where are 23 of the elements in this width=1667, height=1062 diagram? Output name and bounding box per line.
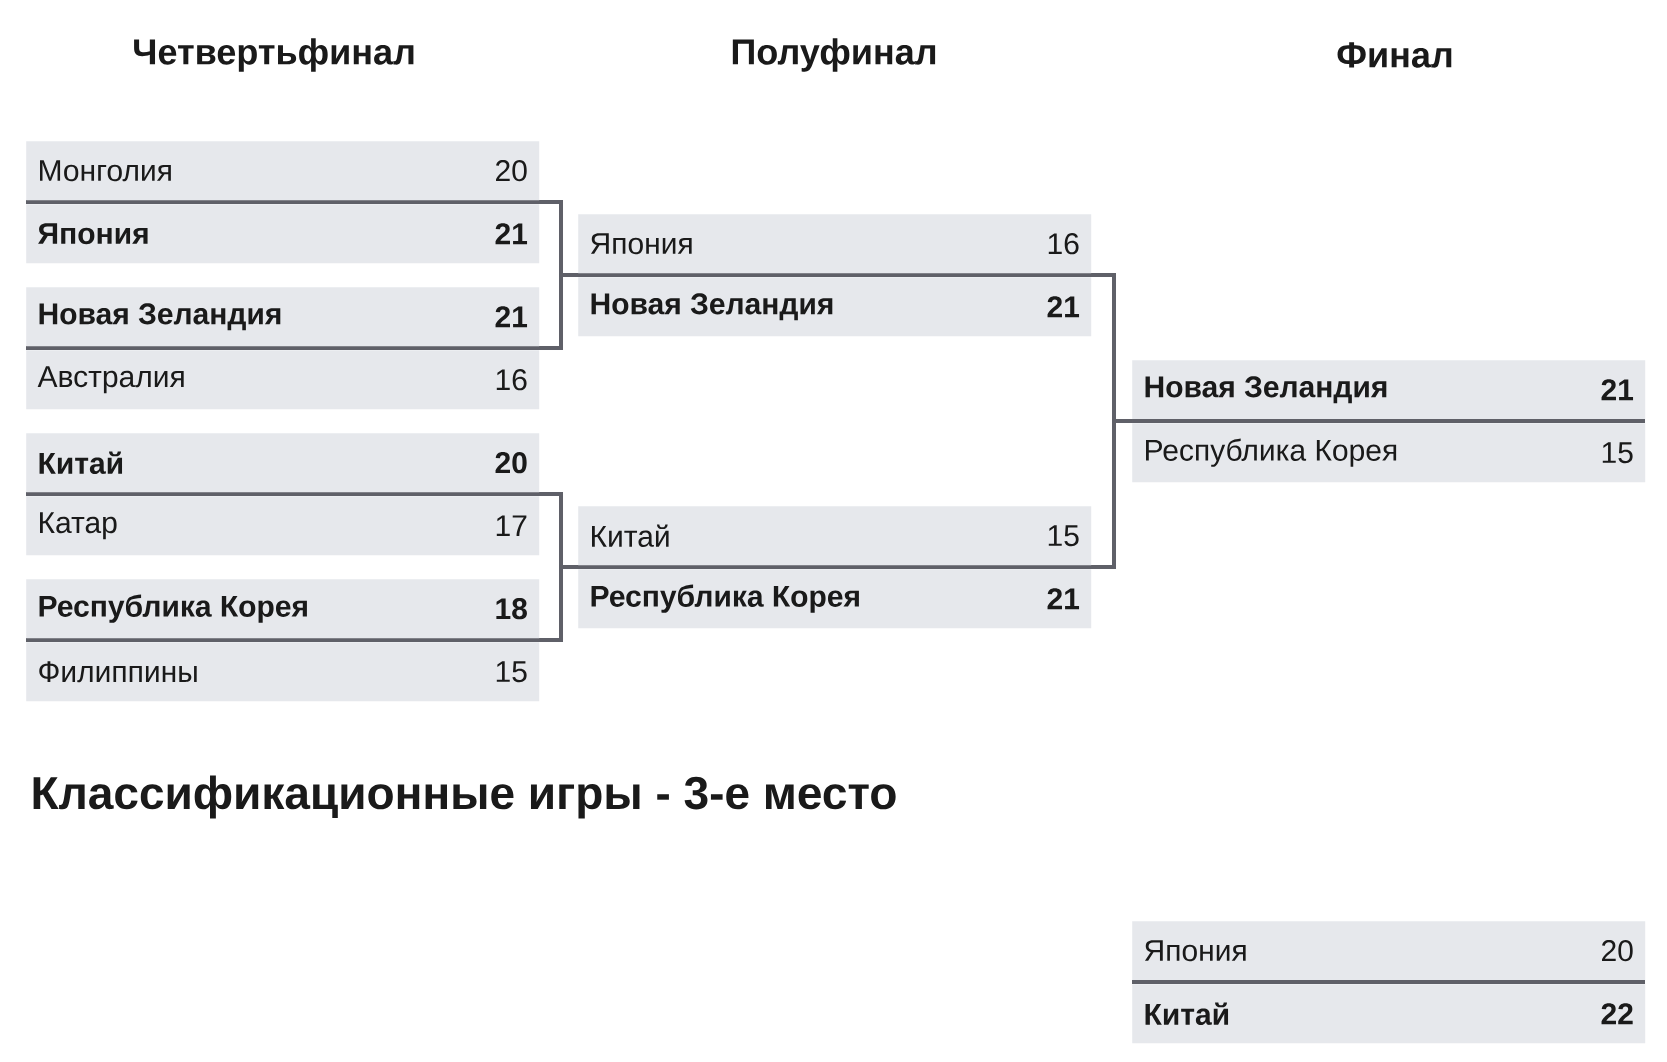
team-row: Китай 15 <box>578 506 1092 566</box>
team-row: Новая Зеландия 21 <box>1132 360 1646 420</box>
team-row: Австралия 16 <box>26 350 540 410</box>
bracket-line <box>26 565 578 642</box>
team-row: Китай 20 <box>26 433 540 493</box>
team-row: Катар 17 <box>26 496 540 556</box>
round-heading: Полуфинал <box>732 38 936 72</box>
bracket-line <box>578 419 1132 569</box>
team-row: Новая Зеландия 21 <box>26 287 540 347</box>
bracket-line <box>26 273 578 350</box>
team-row: Республика Корея 18 <box>26 579 540 639</box>
team-row: Монголия 20 <box>26 141 540 201</box>
team-row: Республика Корея 15 <box>1132 423 1646 483</box>
team-row: Китай 22 <box>1132 984 1646 1044</box>
team-row: Япония 20 <box>1132 921 1646 981</box>
section-heading: Классификационные игры - 3-е место <box>33 775 896 819</box>
round-heading: Четвертьфинал <box>134 38 414 72</box>
team-row: Япония 21 <box>26 204 540 264</box>
team-row: Япония 16 <box>578 214 1092 274</box>
team-row: Филиппины 15 <box>26 642 540 702</box>
team-row: Республика Корея 21 <box>578 569 1092 629</box>
round-heading: Финал <box>1337 42 1452 68</box>
team-row: Новая Зеландия 21 <box>578 277 1092 337</box>
